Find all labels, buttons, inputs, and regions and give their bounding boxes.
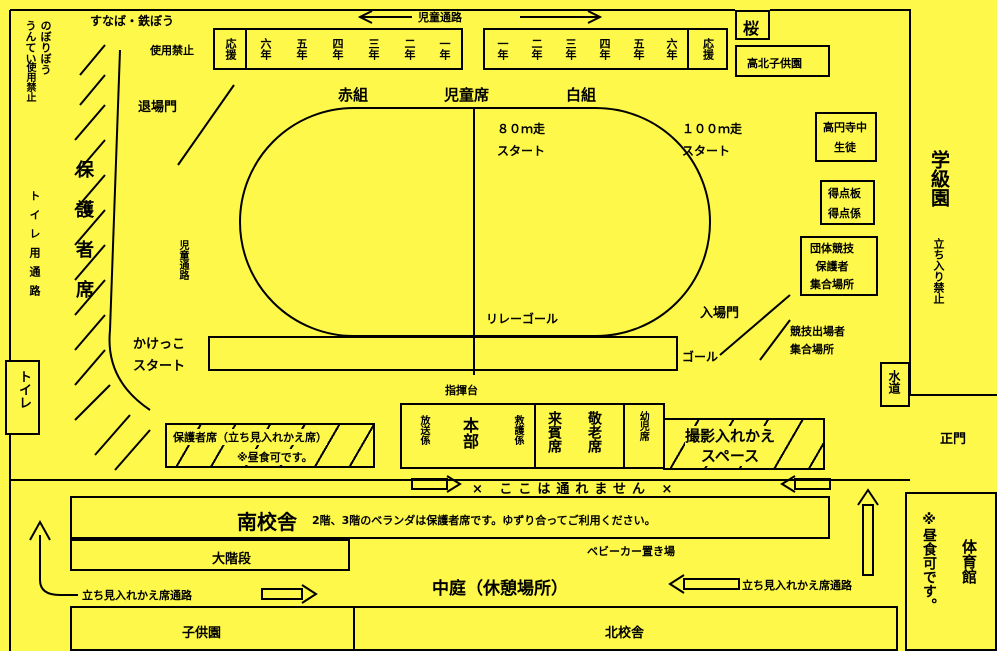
north-building: 北校舎 <box>353 606 898 651</box>
red-grade-6: 六年 <box>259 38 272 60</box>
white-cheer-label: 応援 <box>701 38 715 60</box>
no-entry-label: 立ち入り禁止 <box>932 238 945 304</box>
white-grade-2: 二年 <box>530 38 543 60</box>
exit-gate-label: 退場門 <box>138 100 178 115</box>
hq-block: 放送係 本部 救護係 来賓席 敬老席 幼児席 <box>400 403 665 469</box>
sakura-box: 桜 <box>735 10 770 40</box>
courtyard-label: 中庭（休憩場所） <box>432 579 568 599</box>
kindergarten-box: 高北子供園 <box>735 45 830 77</box>
preschool-seat-label: 幼児席 <box>637 411 649 441</box>
white-grade-1: 一年 <box>496 38 509 60</box>
white-grade-4: 四年 <box>598 38 611 60</box>
standing-guardian-area: 保護者席（立ち見入れかえ席） ※昼食可です。 <box>165 423 375 468</box>
standing-path-left: 立ち見入れかえ席通路 <box>82 589 192 602</box>
undei-label: うんてい <box>24 20 37 64</box>
white-team-title: 白組 <box>566 86 597 104</box>
guest-seat-label: 来賓席 <box>545 411 562 453</box>
big-stairs: 大階段 <box>70 539 350 571</box>
relay-goal-label: リレーゴール <box>486 312 559 326</box>
no-pass-label: × ここは通れません × <box>472 482 679 497</box>
broadcast-label: 放送係 <box>418 415 429 445</box>
red-grade-2: 二年 <box>403 38 416 60</box>
red-grade-3: 三年 <box>367 38 380 60</box>
group-game-box: 団体競技 保護者 集合場所 <box>800 236 878 296</box>
start-80m-label: ８０ｍ走 スタート <box>497 122 546 158</box>
main-gate-label: 正門 <box>940 432 967 447</box>
use-prohibited-label: 使用禁止 <box>150 44 194 57</box>
white-team-seats: 一年 二年 三年 四年 五年 六年 応援 <box>483 28 728 70</box>
hq-label: 本部 <box>460 417 479 449</box>
guardian-seat-label: 保護者席 <box>73 160 94 320</box>
podium-label: 指揮台 <box>445 384 478 397</box>
kindergarten-building: 子供園 <box>70 606 355 651</box>
red-grade-4: 四年 <box>331 38 344 60</box>
red-grade-1: 一年 <box>438 38 451 60</box>
stroller-label: ベビーカー置き場 <box>587 545 675 558</box>
elder-seat-label: 敬老席 <box>585 411 602 453</box>
gakkyuen-label: 学級園 <box>928 150 950 207</box>
red-team-title: 赤組 <box>338 86 369 104</box>
photo-space: 撮影入れかえ スペース <box>663 418 825 470</box>
white-grade-3: 三年 <box>564 38 577 60</box>
standing-path-right: 立ち見入れかえ席通路 <box>742 579 852 592</box>
toilet-path-label: トイレ用通路 <box>28 190 41 304</box>
toilet-box: トイレ <box>5 360 40 435</box>
flag-pole-label: のぼりぼう <box>39 20 52 75</box>
junior-high-box: 高円寺中 生徒 <box>815 112 877 162</box>
red-grade-5: 五年 <box>295 38 308 60</box>
red-cheer-label: 応援 <box>224 38 237 60</box>
scoreboard-box: 得点板 得点係 <box>820 180 875 225</box>
straight-lane <box>208 336 678 371</box>
goal-label: ゴール <box>682 350 719 364</box>
children-path-label: 児童通路 <box>418 11 462 24</box>
south-building: 南校舎 2階、3階のベランダは保護者席です。ゆずり合ってご利用ください。 <box>70 496 830 539</box>
sandbox-label: すなば・鉄ぼう <box>90 14 175 28</box>
competitors-meeting-label: 競技出場者 集合場所 <box>790 325 845 356</box>
kakekko-start-label: かけっこ スタート <box>133 337 186 374</box>
red-team-seats: 応援 六年 五年 四年 三年 二年 一年 <box>213 28 463 70</box>
entry-gate-label: 入場門 <box>700 306 740 321</box>
white-grade-5: 五年 <box>632 38 645 60</box>
undei-prohibited-label: 使用禁止 <box>24 62 35 102</box>
water-box: 水道 <box>880 362 910 407</box>
rescue-label: 救護係 <box>512 415 523 445</box>
children-path-vertical: 児童通路 <box>177 240 188 280</box>
start-100m-label: １００ｍ走 スタート <box>682 122 743 158</box>
children-seat-title: 児童席 <box>444 86 490 104</box>
white-grade-6: 六年 <box>665 38 678 60</box>
gym-building: ※昼食可です。 体育館 <box>905 492 997 651</box>
